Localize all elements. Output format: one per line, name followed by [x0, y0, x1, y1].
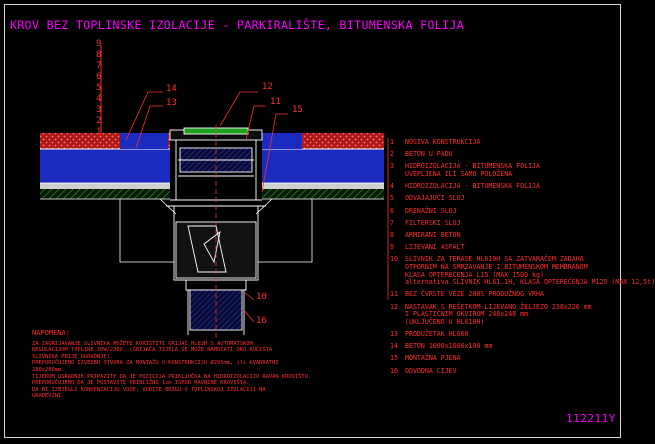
scale-label: 5 — [96, 83, 102, 93]
legend-number: 6 — [390, 206, 394, 215]
drawing-frame — [4, 4, 621, 438]
legend-number: 14 — [390, 342, 398, 351]
callout-label: 15 — [292, 105, 303, 115]
notes-line: GRAĐEVINI. — [32, 393, 65, 400]
notes-line: PREPORUČUJEMO IZVEDBU OTVORA ZA MONTAŽU … — [32, 360, 279, 367]
notes-block: NAPOMENA: ZA ZAGRIJAVANJE SLIVNIKA MOŽET… — [32, 330, 362, 400]
legend-number: 3 — [390, 162, 394, 171]
legend-text: BETON U PADU — [405, 150, 453, 159]
legend-text: LIJEVANI ASFALT — [405, 243, 465, 252]
scale-label: 3 — [96, 105, 102, 115]
legend-text: HIDROIZOLACIJA - BITUMENSKA FOLIJA — [405, 182, 540, 191]
legend-number: 7 — [390, 218, 394, 227]
callout-label: 16 — [256, 316, 267, 326]
legend-number: 2 — [390, 150, 394, 159]
legend-text: ODVAJAJUĆI SLOJ — [405, 194, 465, 203]
scale-label: 2 — [96, 116, 102, 126]
drawing-code: 112211Y — [566, 412, 616, 425]
legend-text: NOSIVA KONSTRUKCIJA — [405, 138, 481, 146]
legend-text: NASTAVAK S REŠETKOM-LIJEVANO ŽELJEZO 238… — [405, 302, 592, 326]
scale-label: 8 — [96, 50, 102, 60]
notes-line: SLIVNIKA PRIJE UGRADNJE). — [32, 353, 114, 360]
scale-label: 7 — [96, 61, 102, 71]
legend-number: 13 — [390, 330, 398, 338]
legend-number: 9 — [390, 243, 394, 252]
notes-line: DA BI IZBJEGLI KONDENZACIJU VODE, VODITE… — [32, 386, 266, 393]
legend-number: 5 — [390, 194, 394, 203]
scale-label: 9 — [96, 39, 102, 49]
notes-line: ZA ZAGRIJAVANJE SLIVNIKA MOŽETE KORISTIT… — [32, 340, 253, 347]
callout-label: 12 — [262, 82, 273, 92]
notes-lines: ZA ZAGRIJAVANJE SLIVNIKA MOŽETE KORISTIT… — [32, 341, 362, 400]
callout-label: 14 — [166, 84, 177, 94]
callout-label: 11 — [270, 97, 281, 107]
legend-text: BEZ ČVRSTE VEZE 280S PRODUŽNOG VRHA — [405, 290, 544, 299]
section-drawing — [40, 45, 389, 340]
legend-number: 4 — [390, 182, 394, 191]
scale-label: 1 — [96, 127, 102, 137]
legend-number: 16 — [390, 366, 398, 375]
legend-text: SLIVNIK ZA TERASE HL610H SA ZATVARAČEM Z… — [405, 255, 655, 287]
notes-line: TIJEKOM UGRADNJE PRIPAZITE DA JE POZICIJ… — [32, 373, 312, 380]
legend-text: PRODUŽETAK HL660 — [405, 330, 469, 338]
legend-number: 15 — [390, 354, 398, 363]
notes-line: REGULACIJOM TOPLINE 30W/230V. (GRIJAČA T… — [32, 347, 273, 354]
legend-text: BETON 1000x1000x100 mm — [405, 342, 493, 351]
legend-text: DRENAŽNI SLOJ — [405, 206, 457, 215]
legend-text: MONTAŽNA PJENA — [405, 354, 461, 363]
legend-text: HIDROIZOLACIJA - BITUMENSKA FOLIJA UVEPL… — [405, 162, 540, 178]
legend-text: ARMIRANI BETON — [405, 231, 461, 239]
concrete-block — [119, 198, 313, 263]
callout-label: 10 — [256, 292, 267, 302]
legend-text: ODVODNA CIJEV — [405, 366, 457, 375]
notes-line: 280x280mm. — [32, 366, 65, 373]
scale-label: 4 — [96, 94, 102, 104]
legend-number: 8 — [390, 231, 394, 239]
legend-text: FILTERSKI SLOJ — [405, 218, 461, 227]
layers-right — [262, 133, 384, 200]
legend-number: 1 — [390, 138, 394, 146]
scale-label: 6 — [96, 72, 102, 82]
drain-assembly — [166, 125, 266, 340]
legend-number: 11 — [390, 290, 398, 299]
notes-heading: NAPOMENA: — [32, 329, 70, 337]
callout-label: 13 — [166, 98, 177, 108]
notes-line: PREPORUČUJEMO DA JE POSTAVITE PRIBLIŽNO … — [32, 380, 250, 387]
callout-leaders — [125, 91, 389, 323]
drawing-title: KROV BEZ TOPLINSKE IZOLACIJE - PARKIRALI… — [10, 18, 465, 32]
legend-number: 10 — [390, 255, 398, 264]
legend-number: 12 — [390, 302, 398, 311]
layers-left — [40, 133, 170, 200]
